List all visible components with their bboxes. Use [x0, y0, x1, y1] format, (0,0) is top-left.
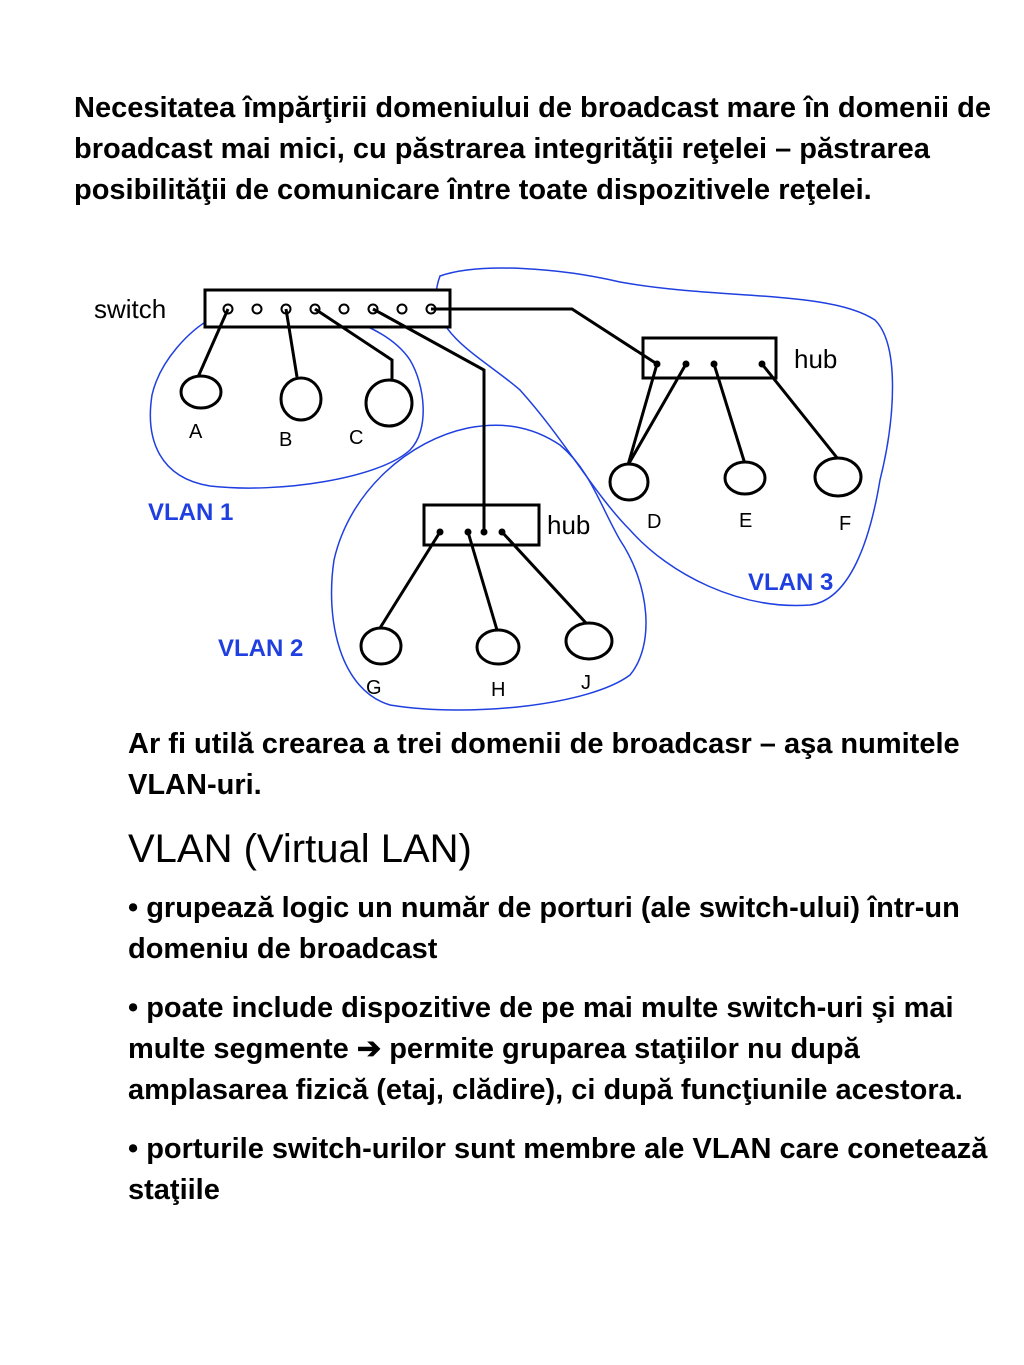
- switch-box: [203, 288, 452, 329]
- vlan3-label: VLAN 3: [748, 569, 833, 596]
- vlan-section: Ar fi utilă crearea a trei domenii de br…: [128, 724, 988, 1229]
- hub3-box: [641, 336, 778, 380]
- vlan-note: Ar fi utilă crearea a trei domenii de br…: [128, 728, 960, 801]
- station-label-a: A: [189, 421, 203, 443]
- station-f: [813, 456, 863, 498]
- bullet-multi-switch-end: permite gruparea staţiilor nu după ampla…: [128, 1033, 963, 1106]
- station-label-b: B: [279, 429, 292, 451]
- vlan3-outline: [435, 267, 894, 607]
- switch-label: switch: [94, 294, 166, 324]
- bullet-multi-switch-start: • poate include dispozitive de pe mai mu…: [128, 992, 954, 1065]
- vlan-network-diagram: switch hub hub A B C D: [94, 267, 894, 711]
- cables: [196, 307, 840, 631]
- vlan1-label: VLAN 1: [148, 499, 233, 526]
- station-label-j: J: [581, 672, 591, 694]
- station-g: [359, 626, 403, 666]
- station-h: [475, 628, 521, 666]
- bullet-grouping: • grupează logic un număr de porturi (al…: [128, 892, 960, 965]
- station-label-h: H: [491, 679, 505, 701]
- vlan-title: VLAN (Virtual LAN): [128, 827, 472, 871]
- station-label-e: E: [739, 510, 752, 532]
- station-a: [179, 374, 223, 410]
- bullet-ports-membership: • porturile switch-urilor sunt membre al…: [128, 1133, 988, 1206]
- hub-ports: [436, 360, 766, 536]
- station-label-c: C: [349, 427, 363, 449]
- station-j: [564, 621, 614, 661]
- station-b: [279, 376, 323, 422]
- intro-paragraph: Necesitatea împărţirii domeniului de bro…: [74, 92, 991, 206]
- station-label-f: F: [839, 513, 851, 535]
- station-label-g: G: [366, 677, 382, 699]
- station-label-d: D: [647, 511, 661, 533]
- hub2-box: [422, 503, 541, 547]
- station-d: [608, 462, 650, 502]
- stations: [179, 374, 863, 666]
- station-e: [723, 460, 767, 496]
- vlan2-label: VLAN 2: [218, 635, 303, 662]
- hub2-label: hub: [547, 510, 590, 540]
- hub3-label: hub: [794, 344, 837, 374]
- bullet-multi-switch: • poate include dispozitive de pe mai mu…: [128, 988, 988, 1111]
- station-c: [364, 378, 414, 428]
- arrow-right-icon: ➔: [356, 1033, 382, 1065]
